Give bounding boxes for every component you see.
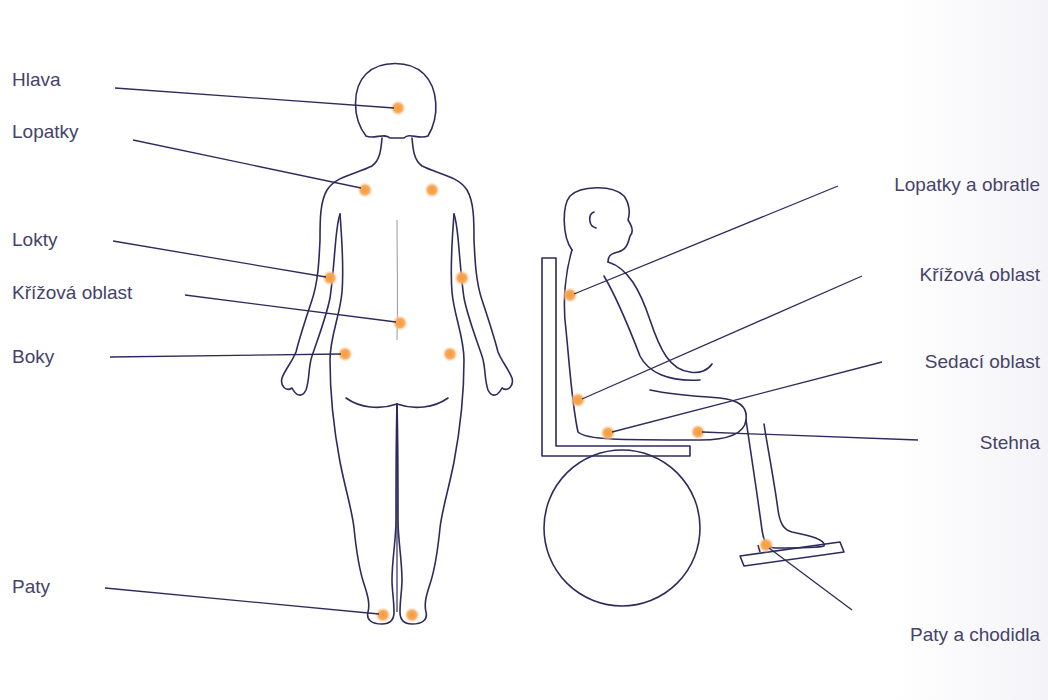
body-part-label: Lopatky a obratle (894, 174, 1040, 197)
body-part-label: Lopatky (12, 121, 79, 144)
body-part-label: Paty (12, 576, 50, 599)
body-part-label: Křížová oblast (12, 282, 132, 305)
leader-lines (105, 88, 918, 614)
body-part-label: Lokty (12, 229, 57, 252)
body-part-label: Křížová oblast (920, 264, 1040, 287)
body-part-label: Boky (12, 346, 54, 369)
wheelchair (542, 258, 844, 606)
body-part-label: Paty a chodidla (910, 624, 1040, 647)
head (356, 64, 436, 139)
standing-figure (282, 64, 513, 625)
pressure-points (322, 100, 774, 623)
body-part-label: Hlava (12, 69, 61, 92)
body-part-label: Sedací oblast (925, 351, 1040, 374)
body-part-label: Stehna (980, 432, 1040, 455)
seated-figure (564, 188, 824, 548)
